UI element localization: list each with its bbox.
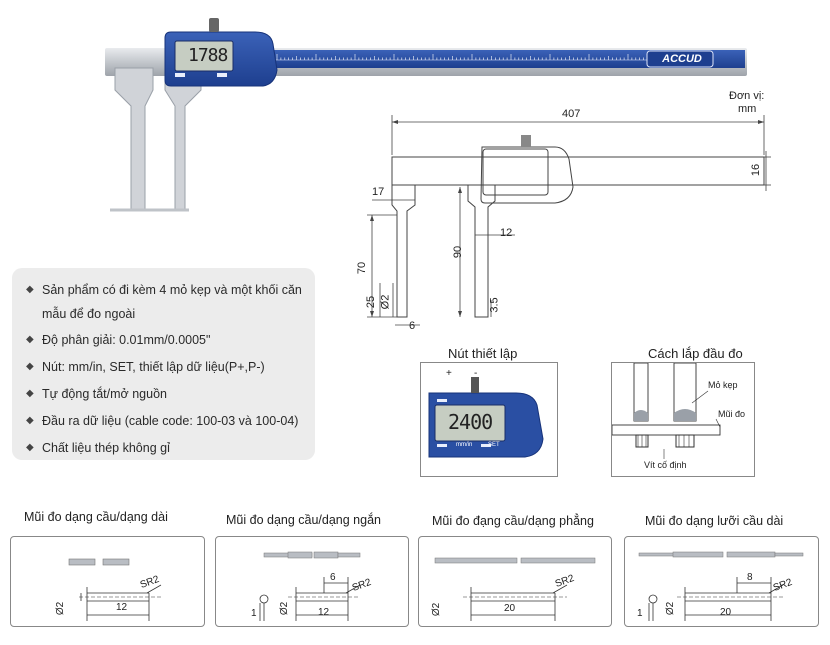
tip-box-3 xyxy=(418,536,612,627)
tip2-length: 12 xyxy=(318,607,330,618)
tip4-dia: Ø2 xyxy=(665,601,677,616)
tip-box-1 xyxy=(10,536,205,627)
tip4-step: 8 xyxy=(747,572,753,583)
tip4-small: 1 xyxy=(637,608,643,619)
tip1-dia: Ø2 xyxy=(55,601,67,616)
tip2-small: 1 xyxy=(251,608,257,619)
brand-logo: ACCUD xyxy=(662,53,702,65)
dimension-drawing xyxy=(367,115,771,326)
setup-minus-label: - xyxy=(474,368,478,379)
dim-jaw-depth-inner: 90 xyxy=(452,245,465,259)
tip-title-2: Mũi đo dạng cầu/dạng ngắn xyxy=(226,513,381,527)
tip2-dia: Ø2 xyxy=(279,601,291,616)
dim-total-length: 407 xyxy=(562,108,581,120)
setup-plus-label: + xyxy=(446,368,452,379)
dim-tip-width: 6 xyxy=(409,320,416,332)
setup-lcd-readout: 2400 xyxy=(448,410,493,434)
tip-drawing-3 xyxy=(434,557,596,621)
setup-display-drawing xyxy=(428,377,544,458)
dim-jaw-neck: 12 xyxy=(500,227,513,239)
tip-drawing-2 xyxy=(259,551,361,621)
dim-tip-height-outer: 25 xyxy=(365,295,378,309)
features-panel: ◆Sản phẩm có đi kèm 4 mỏ kẹp và một khối… xyxy=(12,268,315,460)
dim-beam-height: 16 xyxy=(750,163,763,177)
mount-tip-label: Mũi đo xyxy=(718,409,746,419)
tip4-length: 20 xyxy=(720,607,732,618)
tip-box-2 xyxy=(215,536,409,627)
setup-inset xyxy=(420,362,558,477)
mount-drawing xyxy=(611,362,721,459)
setup-btn-mm: mm/in xyxy=(456,442,473,448)
mount-inset xyxy=(611,362,755,477)
mount-title: Cách lắp đầu đo xyxy=(648,346,743,361)
unit-label-line2: mm xyxy=(738,103,757,115)
setup-btn-set: SET xyxy=(488,442,500,448)
tip-drawing-1 xyxy=(68,558,162,621)
dim-jaw-width: 17 xyxy=(372,186,385,198)
mount-screw-label: Vít cố định xyxy=(644,460,687,470)
tip-title-1: Mũi đo dạng cầu/dạng dài xyxy=(24,510,168,524)
caliper-photo xyxy=(105,18,747,212)
dim-jaw-depth-outer: 70 xyxy=(356,261,369,275)
top-lcd-readout: 1788 xyxy=(188,45,228,66)
tip-drawing-4 xyxy=(638,551,804,621)
setup-title: Nút thiết lập xyxy=(448,346,518,361)
unit-label-line1: Đơn vị: xyxy=(729,90,765,102)
tip-title-3: Mũi đo đạng cầu/dạng phẳng xyxy=(432,514,594,528)
tip3-dia: Ø2 xyxy=(431,602,443,617)
tip3-length: 20 xyxy=(504,603,516,614)
tip-title-4: Mũi đo dạng lưỡi cầu dài xyxy=(645,514,784,528)
dim-tip-height-inner: 3.5 xyxy=(488,297,501,313)
tip1-length: 12 xyxy=(116,602,128,613)
mount-jaw-label: Mỏ kẹp xyxy=(708,380,738,390)
dim-tip-diameter: Ø2 xyxy=(379,294,392,310)
tip2-step: 6 xyxy=(330,572,336,583)
tip-box-4 xyxy=(624,536,819,627)
